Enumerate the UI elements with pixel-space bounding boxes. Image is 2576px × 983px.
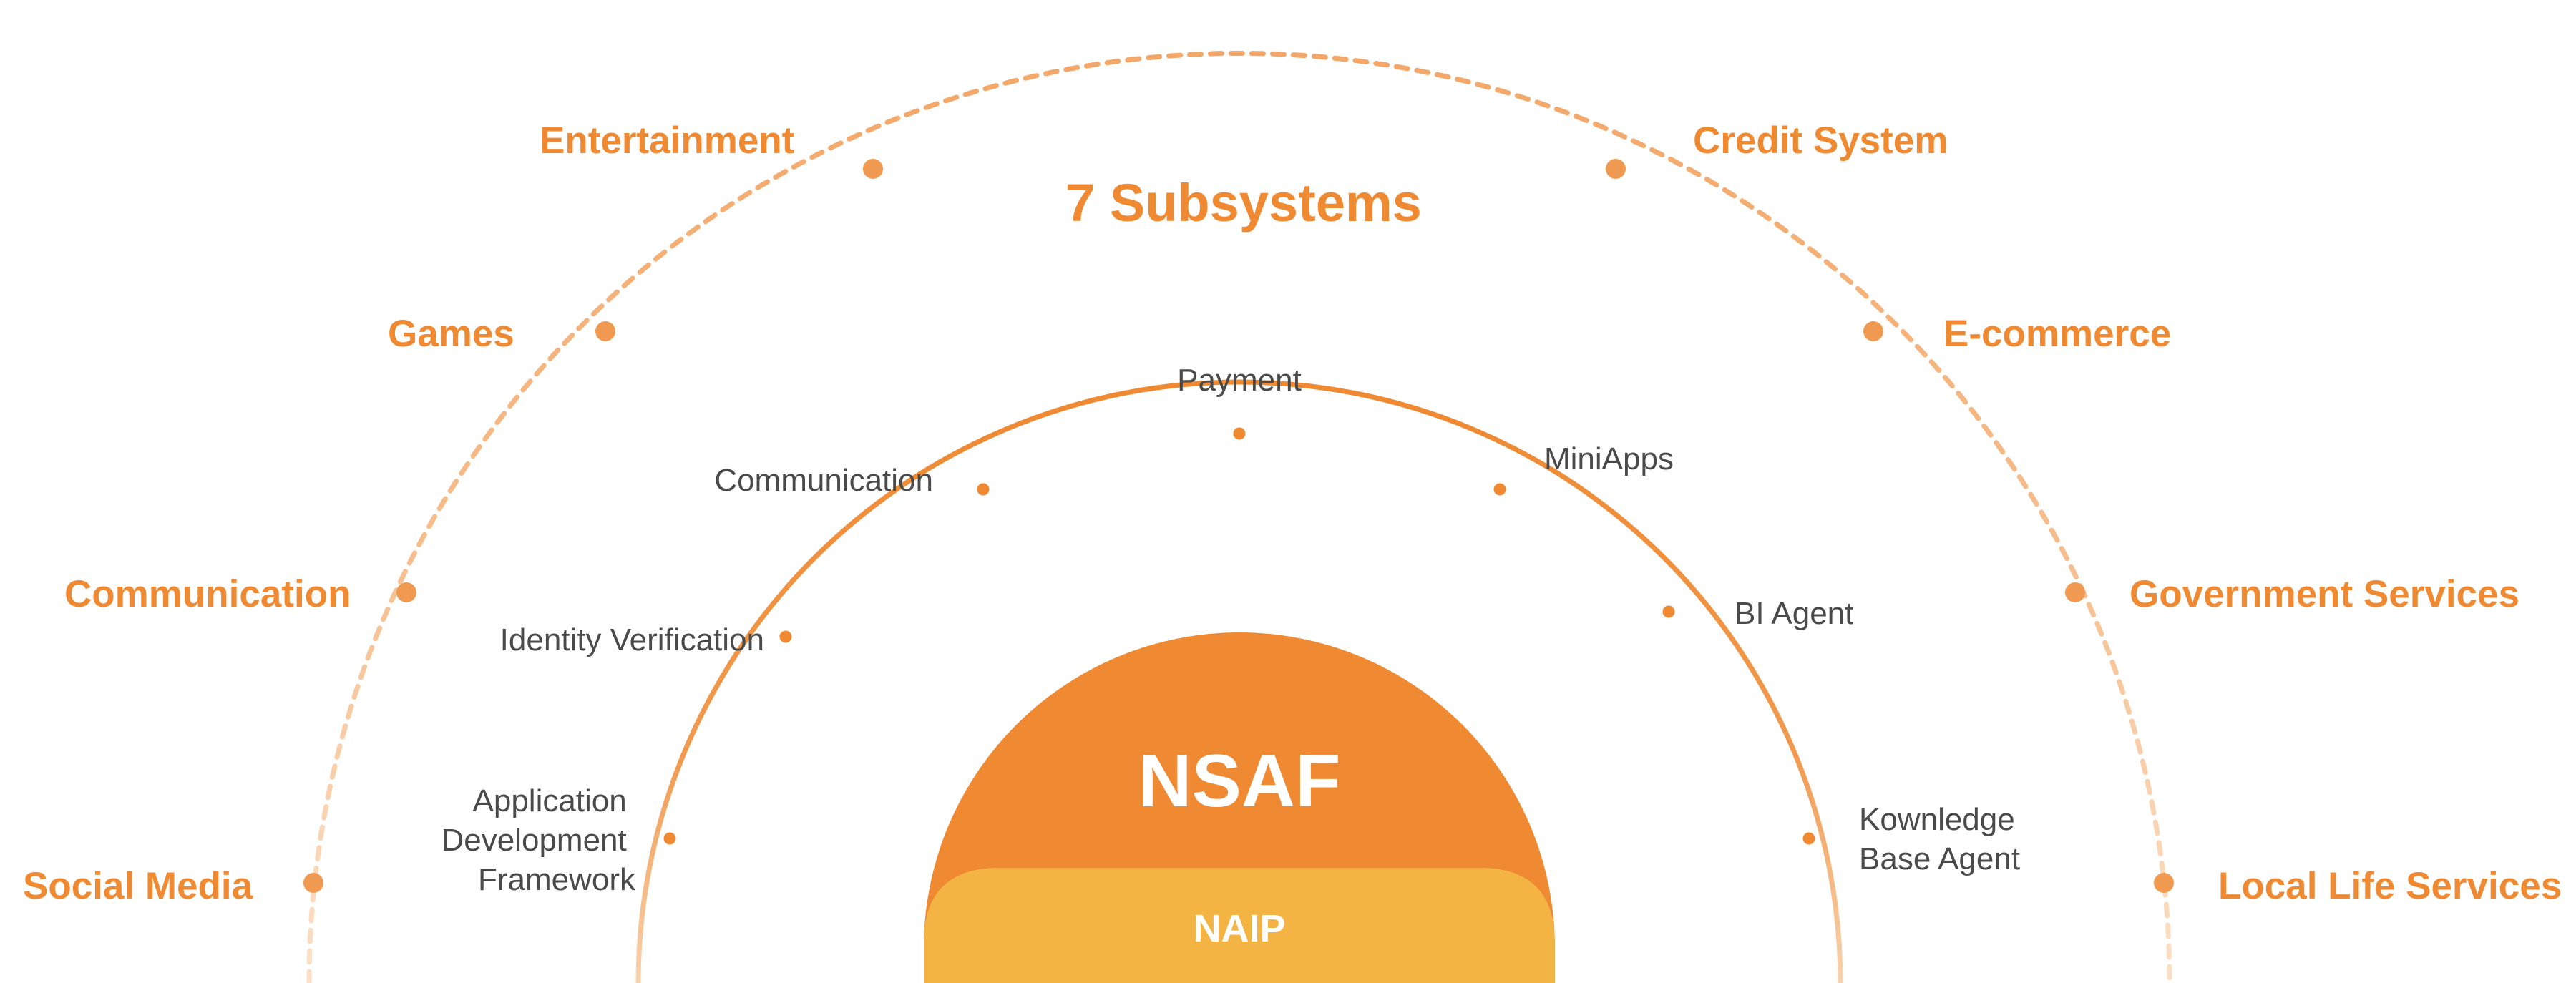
outer-label-credit-system: Credit System: [1693, 119, 1948, 162]
inner-label-app-dev-framework-line-3: Framework: [478, 862, 636, 897]
core-nsaf-label: NSAF: [1138, 740, 1340, 823]
outer-ring-labels: Social Media Communication Games Enterta…: [23, 119, 2562, 907]
inner-label-app-dev-framework-line-2: Development: [441, 823, 627, 858]
outer-label-entertainment: Entertainment: [540, 119, 794, 162]
inner-marker-payment: [1229, 424, 1249, 444]
outer-marker-entertainment: [863, 159, 883, 179]
core-naip-shape: [924, 868, 1555, 983]
outer-label-games: Games: [388, 313, 514, 355]
outer-label-communication: Communication: [64, 573, 351, 615]
outer-ring-markers: [303, 159, 2174, 893]
outer-label-e-commerce: E-commerce: [1943, 313, 2171, 355]
diagram-title: 7 Subsystems: [1065, 173, 1422, 233]
inner-label-miniapps: MiniApps: [1544, 441, 1674, 476]
inner-marker-identity-verification: [776, 627, 796, 647]
inner-label-bi-agent: BI Agent: [1735, 596, 1853, 631]
inner-marker-bi-agent: [1659, 602, 1679, 622]
inner-ring-labels: Application Development Framework Identi…: [441, 363, 2024, 897]
outer-ring-arc: [306, 50, 2172, 983]
inner-label-knowledge-base-agent: Kownledge Base Agent: [1859, 802, 2024, 876]
inner-label-knowledge-base-agent-line-1: Kownledge: [1859, 802, 2015, 837]
outer-label-social-media: Social Media: [23, 865, 253, 907]
inner-ring-markers: [660, 424, 1819, 848]
outer-label-government-services: Government Services: [2129, 573, 2519, 615]
outer-label-local-life-services: Local Life Services: [2218, 865, 2562, 907]
outer-marker-games: [595, 321, 615, 341]
inner-label-payment: Payment: [1177, 363, 1302, 398]
inner-label-identity-verification: Identity Verification: [500, 622, 764, 657]
outer-marker-government-services: [2065, 582, 2085, 602]
outer-marker-e-commerce: [1863, 321, 1883, 341]
outer-marker-communication: [396, 582, 416, 602]
outer-marker-local-life-services: [2154, 873, 2174, 893]
inner-ring-arc: [635, 379, 1843, 983]
inner-label-app-dev-framework-line-1: Application: [473, 783, 627, 818]
inner-label-communication: Communication: [714, 463, 933, 498]
inner-label-knowledge-base-agent-line-2: Base Agent: [1859, 841, 2020, 876]
inner-marker-communication: [973, 479, 993, 499]
inner-marker-knowledge-base-agent: [1799, 828, 1819, 848]
outer-marker-social-media: [303, 873, 323, 893]
inner-label-app-dev-framework: Application Development Framework: [441, 783, 636, 897]
inner-marker-app-dev-framework: [660, 828, 680, 848]
core-naip-label: NAIP: [1193, 907, 1285, 950]
outer-marker-credit-system: [1606, 159, 1626, 179]
inner-marker-miniapps: [1490, 479, 1510, 499]
